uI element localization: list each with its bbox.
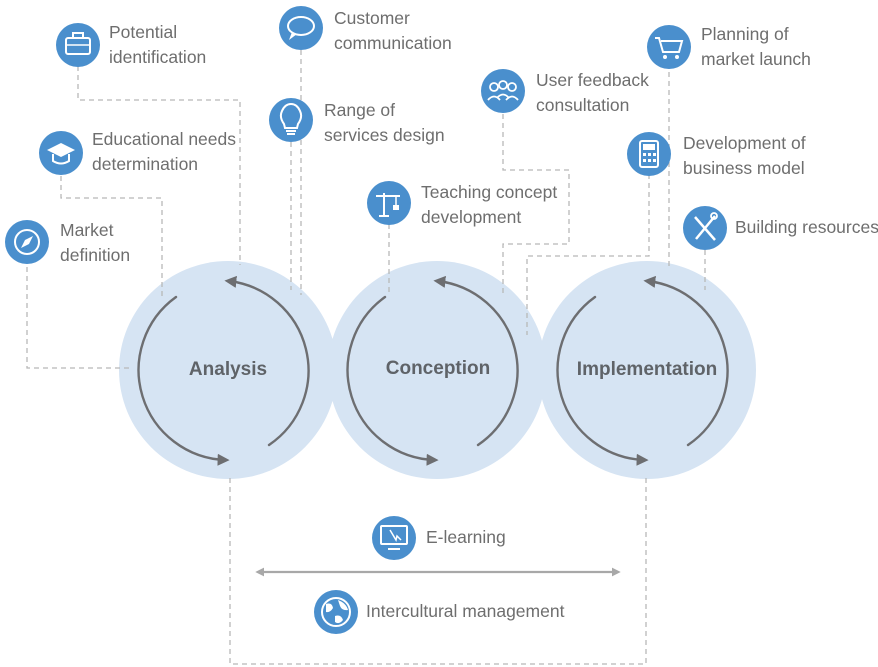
lightbulb-icon	[269, 98, 313, 142]
phase-title-implementation: Implementation	[576, 359, 718, 380]
cycle-arrows	[137, 275, 729, 466]
briefcase-icon	[56, 23, 100, 67]
connector-feedback	[502, 114, 570, 295]
compass-icon	[5, 220, 49, 264]
phase-circles	[119, 261, 756, 479]
calculator-icon	[627, 132, 671, 176]
speech-bubble-icon	[279, 6, 323, 50]
globe-icon	[314, 590, 358, 634]
connector-bottom	[229, 478, 647, 665]
label-educational-needs: Educational needs determination	[92, 129, 236, 174]
label-e-learning: E-learning	[426, 527, 506, 547]
implementation-arrow-right	[643, 275, 729, 447]
label-range-of-services: Range of services design	[324, 100, 445, 145]
tools-icon	[683, 206, 727, 250]
computer-monitor-icon	[372, 516, 416, 560]
implementation-circle	[538, 261, 756, 479]
connector-business	[526, 174, 650, 335]
label-planning-market-launch: Planning of market launch	[701, 24, 811, 69]
phase-title-conception: Conception	[385, 358, 491, 379]
graduation-cap-icon	[39, 131, 83, 175]
label-potential-identification: Potential identification	[109, 22, 207, 67]
analysis-arrow-right	[224, 275, 310, 447]
label-customer-communication: Customer communication	[334, 8, 452, 53]
user-group-icon	[481, 69, 525, 113]
connector-educational	[60, 176, 163, 300]
label-teaching-concept: Teaching concept development	[421, 182, 558, 227]
connectors	[26, 50, 706, 665]
label-market-definition: Market definition	[60, 220, 131, 265]
analysis-circle	[119, 261, 337, 479]
connector-market	[26, 258, 133, 369]
phase-title-analysis: Analysis	[188, 359, 268, 380]
conception-circle	[328, 261, 546, 479]
implementation-arrow-left	[556, 295, 649, 466]
label-user-feedback: User feedback consultation	[536, 70, 649, 115]
label-business-model: Development of business model	[683, 133, 806, 178]
crane-icon	[367, 181, 411, 225]
conception-arrow-left	[346, 295, 439, 466]
conception-arrow-right	[433, 275, 519, 447]
shopping-cart-icon	[647, 25, 691, 69]
label-intercultural-management: Intercultural management	[366, 601, 565, 621]
label-building-resources: Building resources	[735, 217, 878, 237]
analysis-arrow-left	[137, 295, 230, 466]
